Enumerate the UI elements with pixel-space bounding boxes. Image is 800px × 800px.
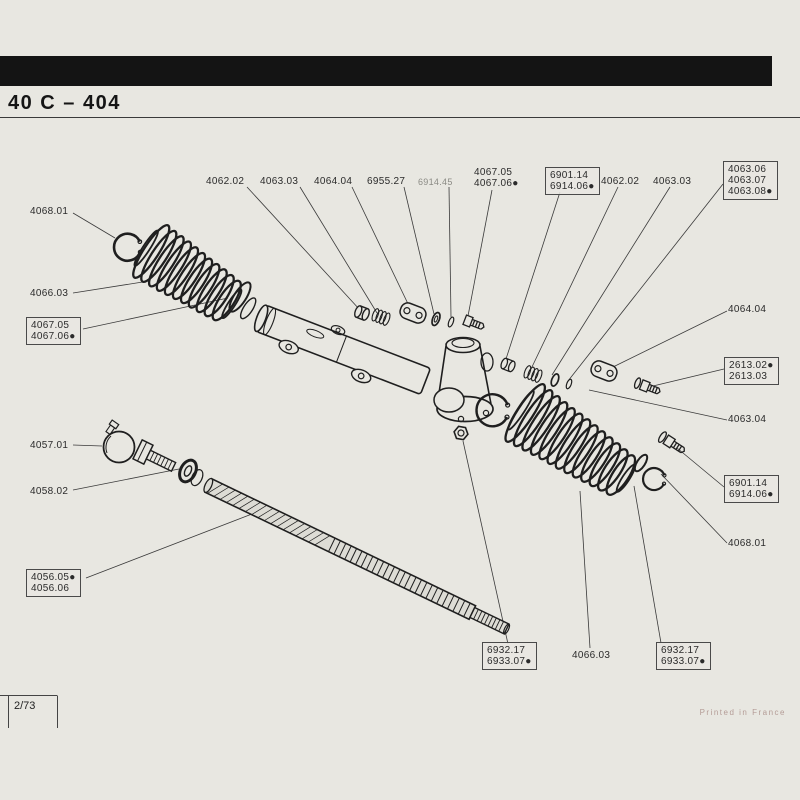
part-number: 4066.03: [572, 650, 611, 661]
part-number: 6914.06●: [729, 489, 774, 500]
stop-washer: [178, 458, 204, 487]
part-label-6901-right: 6901.14 6914.06●: [724, 475, 779, 503]
part-number: 4062.02: [206, 176, 245, 187]
part-number: 4067.06●: [474, 178, 519, 189]
part-number: 4067.06●: [31, 331, 76, 342]
part-number: 6933.07●: [487, 656, 532, 667]
part-number: 4067.05: [474, 167, 513, 178]
part-number: 2613.02●: [729, 360, 774, 371]
part-label-6955-27-top: 6955.27: [367, 176, 405, 187]
part-number: 4063.07: [728, 175, 767, 186]
part-number: 4063.06: [728, 164, 767, 175]
part-label-6901-top: 6901.14 6914.06●: [545, 167, 600, 195]
footer-corner-rules: [0, 695, 58, 728]
part-number: 4063.03: [260, 176, 299, 187]
pinion-spring-right: [523, 365, 543, 383]
part-label-4056-left: 4056.05● 4056.06: [26, 569, 81, 597]
adjuster-plug-right: [500, 357, 516, 373]
part-number: 4063.04: [728, 414, 767, 425]
part-label-4063-06-box: 4063.06 4063.07 4063.08●: [723, 161, 778, 200]
part-number: 4058.02: [30, 486, 69, 497]
washer-top: [431, 311, 441, 327]
part-number: 4057.01: [30, 440, 69, 451]
part-label-4067-top: 4067.05 4067.06●: [474, 167, 519, 189]
left-circlip: [112, 232, 143, 262]
tie-rod-end: [102, 419, 177, 473]
pinion-housing: [433, 336, 494, 423]
part-label-6932-bottom-right: 6932.17 6933.07●: [656, 642, 711, 670]
title-divider: [0, 117, 800, 118]
part-number: 4067.05: [31, 320, 70, 331]
part-label-4064-04-top: 4064.04: [314, 176, 352, 187]
left-boot-ring: [228, 281, 257, 320]
leader-lines: [72, 183, 728, 649]
part-number: 4056.05●: [31, 572, 76, 583]
pinion-spring-top: [371, 308, 391, 326]
part-number: 2613.03: [729, 371, 768, 382]
part-label-4062-02-top: 4062.02: [206, 176, 244, 187]
part-label-4068-01-left: 4068.01: [30, 206, 68, 217]
bolt-2613-right: [633, 377, 661, 395]
part-number: 6932.17: [487, 645, 526, 656]
part-number: 6914.45: [418, 177, 453, 187]
part-number: 4068.01: [728, 538, 767, 549]
shim-right: [565, 378, 573, 390]
part-label-4063-03-top2: 4063.03: [653, 176, 691, 187]
part-label-4068-01-right: 4068.01: [728, 538, 766, 549]
part-number: 6901.14: [729, 478, 768, 489]
part-label-4063-03-top: 4063.03: [260, 176, 298, 187]
part-label-4057-01-left: 4057.01: [30, 440, 68, 451]
part-label-2613-right: 2613.02● 2613.03: [724, 357, 779, 385]
part-number: 6932.17: [661, 645, 700, 656]
part-label-6914-45-top: 6914.45: [418, 177, 453, 188]
shim-top: [447, 316, 455, 328]
part-number: 6955.27: [367, 176, 406, 187]
right-circlip: [641, 466, 667, 492]
part-label-6932-bottom-left: 6932.17 6933.07●: [482, 642, 537, 670]
pinion-plug-top: [354, 305, 370, 321]
part-label-4058-02-left: 4058.02: [30, 486, 68, 497]
retainer-plate-top: [399, 302, 427, 324]
rack-locknut: [453, 425, 469, 441]
part-label-4066-03-left: 4066.03: [30, 288, 68, 299]
part-number: 4068.01: [30, 206, 69, 217]
part-label-4067-left: 4067.05 4067.06●: [26, 317, 81, 345]
part-number: 4066.03: [30, 288, 69, 299]
part-number: 4062.02: [601, 176, 640, 187]
part-label-4062-02-top2: 4062.02: [601, 176, 639, 187]
right-boot: [504, 382, 637, 496]
boot-washer-right-end: [633, 453, 649, 473]
part-number: 4064.04: [314, 176, 353, 187]
part-number: 4056.06: [31, 583, 70, 594]
boot-ring-right: [475, 393, 511, 428]
part-number: 6901.14: [550, 170, 589, 181]
part-number: 4063.03: [653, 176, 692, 187]
page-title: 40 C – 404: [8, 92, 121, 114]
part-number: 4063.08●: [728, 186, 773, 197]
page-number: 2/73: [14, 700, 36, 712]
printed-in-france-note: Printed in France: [699, 708, 786, 717]
rack-bar: [203, 477, 511, 635]
part-number: 6933.07●: [661, 656, 706, 667]
part-label-4063-04-right: 4063.04: [728, 414, 766, 425]
rack-housing: [253, 304, 431, 395]
washer-right: [550, 373, 560, 387]
bolt-top: [462, 314, 485, 330]
bolt-6901-right: [657, 431, 685, 454]
retainer-plate-right: [590, 360, 618, 382]
part-label-4064-04-right: 4064.04: [728, 304, 766, 315]
part-number: 6914.06●: [550, 181, 595, 192]
part-label-4066-03-bottom: 4066.03: [572, 650, 610, 661]
part-number: 4064.04: [728, 304, 767, 315]
left-boot: [132, 224, 243, 322]
header-black-bar: [0, 56, 772, 86]
